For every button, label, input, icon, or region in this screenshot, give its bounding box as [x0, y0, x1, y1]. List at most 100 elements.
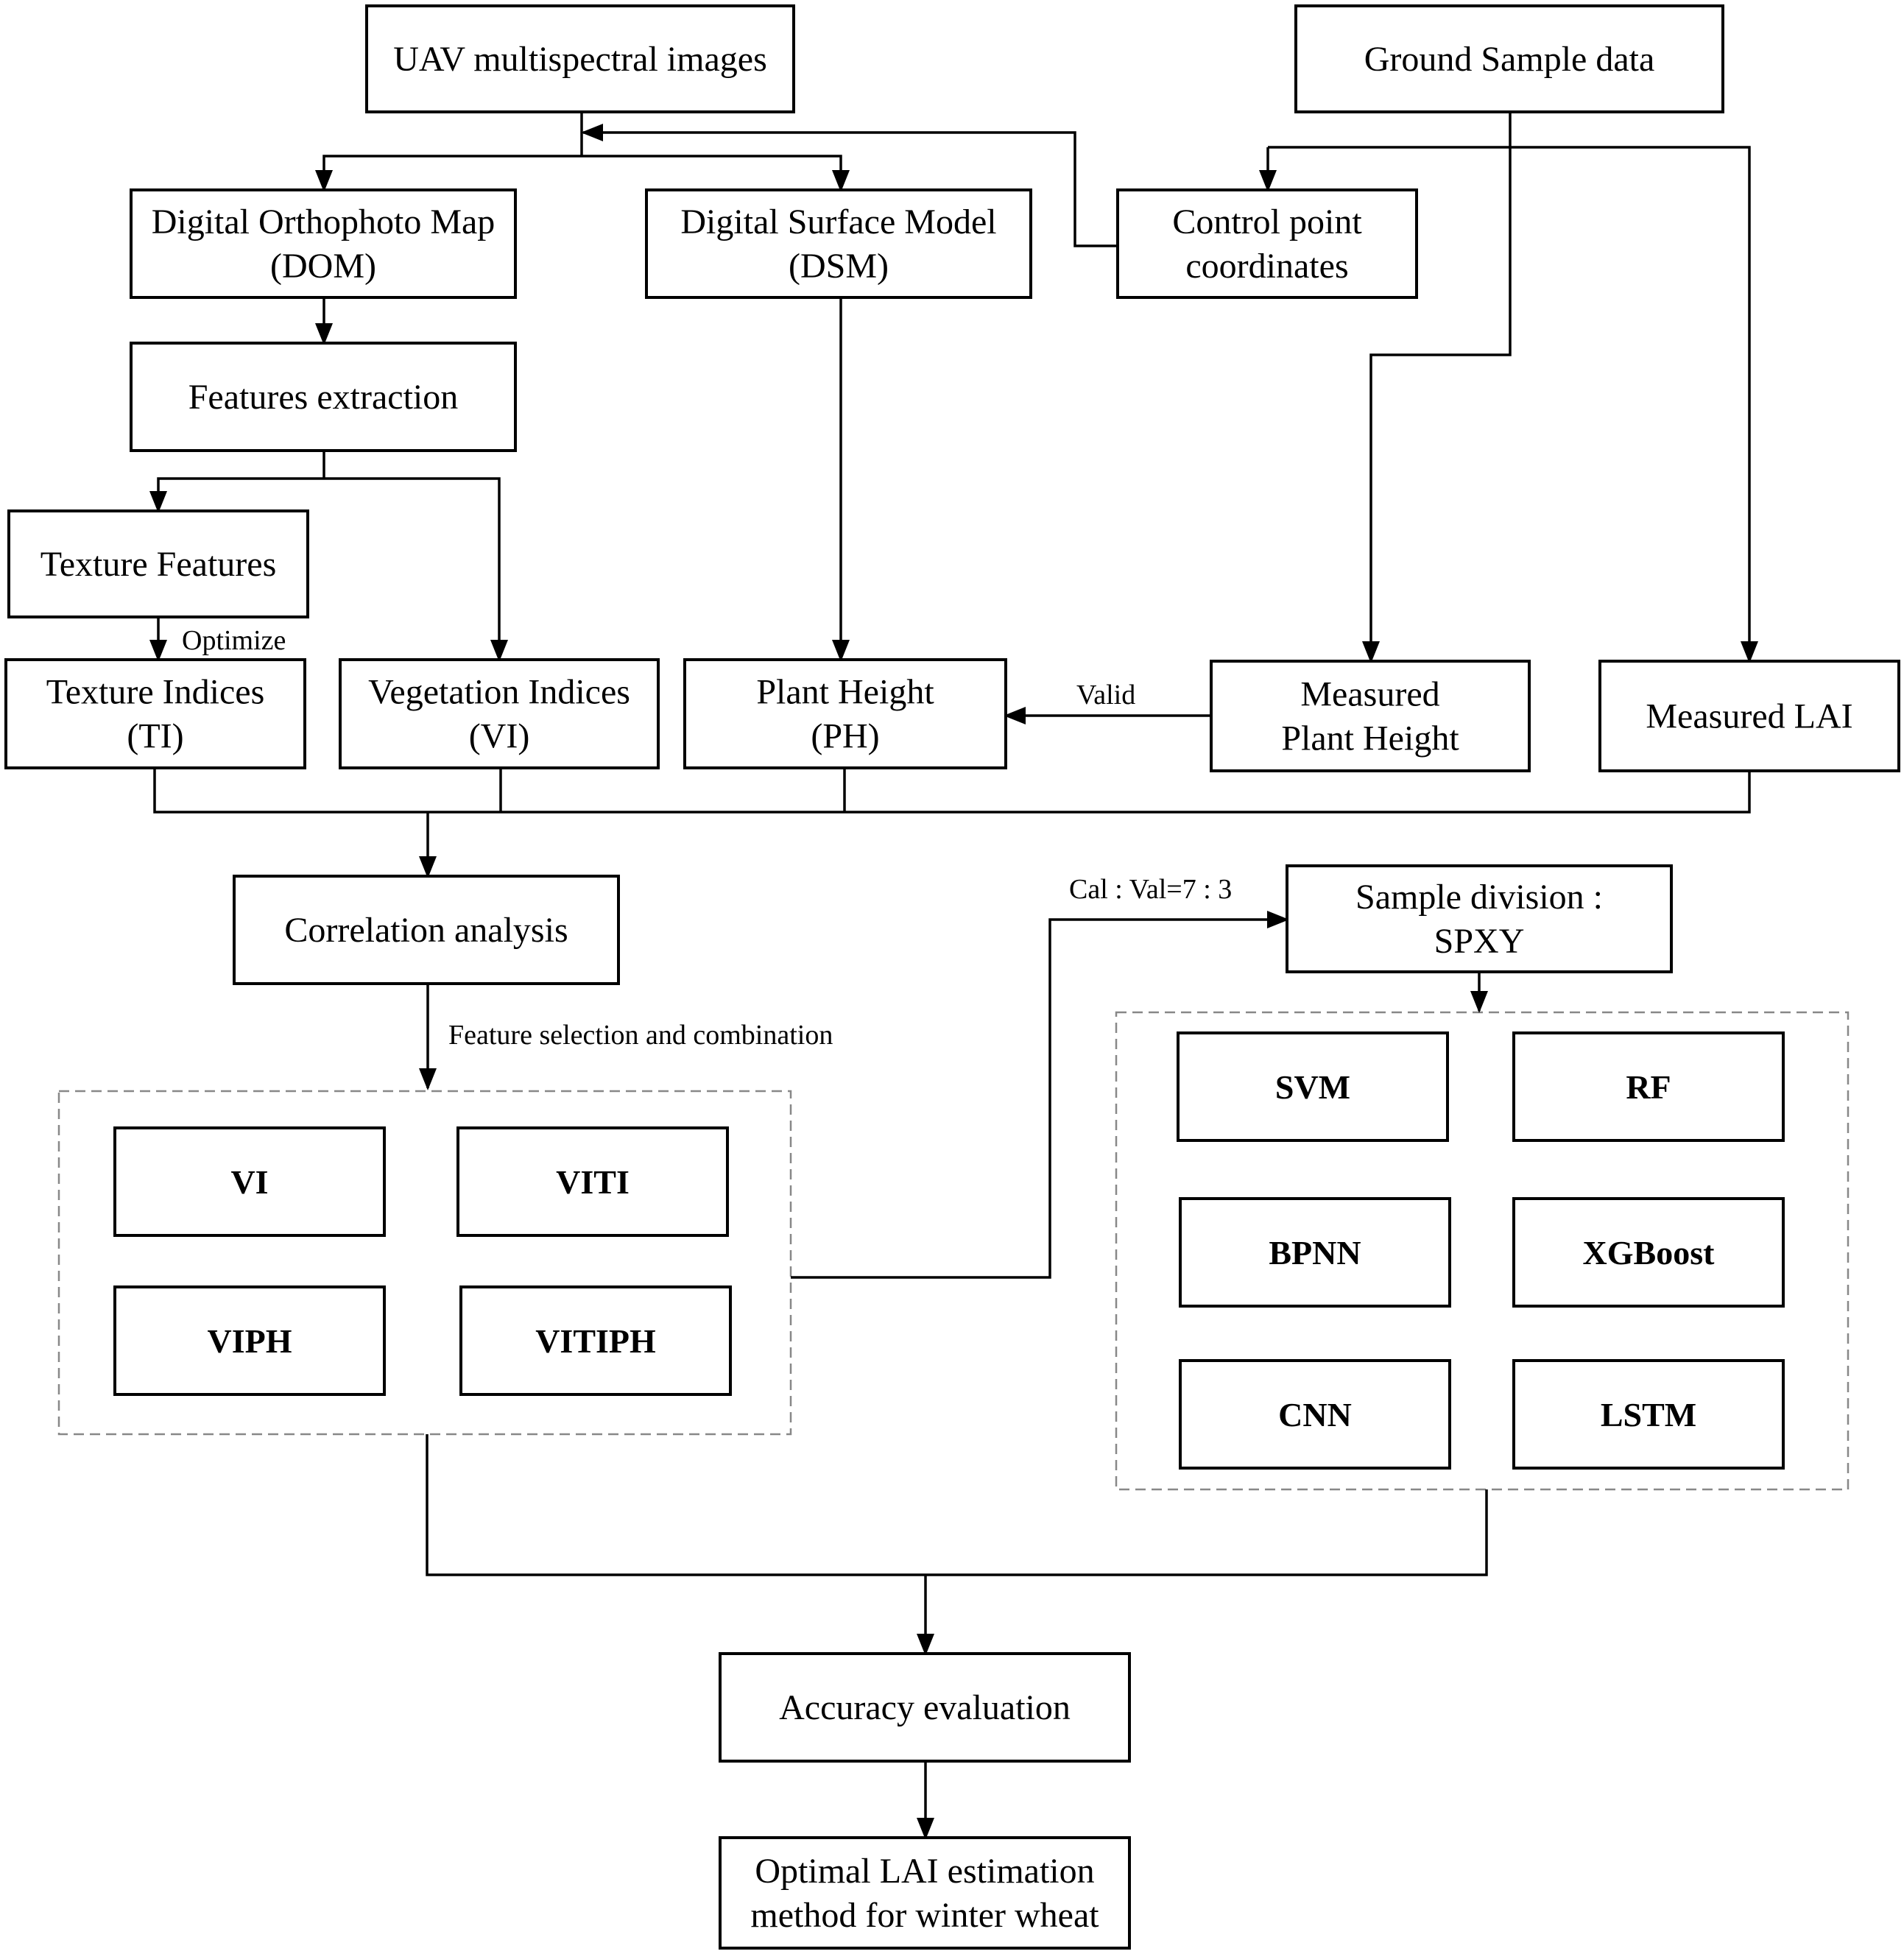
- edge-group-to-sample-division: [791, 911, 1289, 1279]
- node-dsm: Digital Surface Model (DSM): [645, 188, 1032, 299]
- node-lstm: LSTM: [1512, 1359, 1785, 1470]
- node-cnn: CNN: [1179, 1359, 1451, 1470]
- node-vitiph: VITIPH: [459, 1285, 732, 1396]
- node-ti-box: [4, 658, 306, 769]
- node-ti: Texture Indices (TI): [4, 658, 306, 769]
- node-optimal-label-1: Optimal LAI estimation: [755, 1852, 1094, 1891]
- node-svm-box: [1177, 1031, 1449, 1142]
- node-measured-lai: Measured LAI: [1598, 660, 1900, 772]
- node-bpnn-label-1: BPNN: [1269, 1234, 1361, 1271]
- node-optimal-label-2: method for winter wheat: [750, 1896, 1099, 1935]
- node-texture-features-box: [7, 509, 309, 618]
- node-features-box: [130, 342, 517, 452]
- node-uav-box: [365, 4, 795, 113]
- node-texture-features: Texture Features: [7, 509, 309, 618]
- node-dsm-label-1: Digital Surface Model: [680, 202, 996, 241]
- node-dom-box: [130, 188, 517, 299]
- node-dom-label-1: Digital Orthophoto Map: [152, 202, 496, 241]
- node-correlation-label-1: Correlation analysis: [284, 911, 568, 950]
- node-accuracy: Accuracy evaluation: [719, 1652, 1131, 1763]
- node-optimal: Optimal LAI estimation method for winter …: [719, 1836, 1131, 1950]
- node-measured-ph-box: [1210, 660, 1531, 772]
- node-ground-box: [1294, 4, 1724, 113]
- node-dom: Digital Orthophoto Map (DOM): [130, 188, 517, 299]
- node-sample-division-box: [1286, 864, 1673, 973]
- node-dsm-label-2: (DSM): [789, 247, 889, 286]
- node-cnn-label-1: CNN: [1278, 1396, 1352, 1433]
- node-viti: VITI: [456, 1126, 729, 1237]
- node-rf-box: [1512, 1031, 1785, 1142]
- node-features-label-1: Features extraction: [188, 378, 459, 417]
- node-xgboost-box: [1512, 1197, 1785, 1308]
- edge-label-feature-selection: Feature selection and combination: [448, 1020, 833, 1051]
- node-viti-box: [456, 1126, 729, 1237]
- node-correlation: Correlation analysis: [233, 875, 620, 985]
- edge-collector: [153, 768, 1751, 814]
- node-vi-box-box: [339, 658, 660, 769]
- edge-control-to-uav: [581, 124, 1118, 247]
- node-ph-label-2: (PH): [811, 717, 879, 756]
- node-sample-division-label-1: Sample division :: [1355, 878, 1603, 917]
- node-viph: VIPH: [113, 1285, 386, 1396]
- node-vitiph-label-1: VITIPH: [535, 1322, 656, 1360]
- node-uav: UAV multispectral images: [365, 4, 795, 113]
- node-bpnn: BPNN: [1179, 1197, 1451, 1308]
- edge-groups-merge: [426, 1434, 1488, 1576]
- node-xgboost: XGBoost: [1512, 1197, 1785, 1308]
- node-ground-label-1: Ground Sample data: [1364, 40, 1655, 79]
- node-accuracy-box: [719, 1652, 1131, 1763]
- node-lstm-box: [1512, 1359, 1785, 1470]
- edge-features-to-vi: [324, 477, 508, 662]
- node-rf: RF: [1512, 1031, 1785, 1142]
- node-ph-box: [683, 658, 1007, 769]
- node-correlation-box: [233, 875, 620, 985]
- edge-ground-to-lai: [1268, 146, 1758, 663]
- node-vi-label-1: VI: [230, 1163, 268, 1201]
- node-ti-label-1: Texture Indices: [46, 673, 265, 712]
- node-measured-lai-label-1: Measured LAI: [1646, 697, 1852, 736]
- node-control-label-1: Control point: [1172, 202, 1362, 241]
- node-vitiph-box: [459, 1285, 732, 1396]
- node-accuracy-label-1: Accuracy evaluation: [779, 1688, 1071, 1727]
- node-vi-box: [113, 1126, 386, 1237]
- node-measured-ph-label-1: Measured: [1300, 675, 1439, 714]
- node-ph: Plant Height (PH): [683, 658, 1007, 769]
- node-rf-label-1: RF: [1626, 1068, 1671, 1106]
- node-viti-label-1: VITI: [556, 1163, 630, 1201]
- node-ground: Ground Sample data: [1294, 4, 1724, 113]
- edge-label-valid: Valid: [1076, 680, 1135, 710]
- edge-uav-to-dom: [315, 155, 582, 192]
- node-cnn-box: [1179, 1359, 1451, 1470]
- node-bpnn-box: [1179, 1197, 1451, 1308]
- edge-features-to-texture: [149, 477, 324, 513]
- node-xgboost-label-1: XGBoost: [1583, 1234, 1716, 1271]
- edge-ground-to-measured-ph: [1362, 112, 1512, 663]
- node-features: Features extraction: [130, 342, 517, 452]
- node-sample-division: Sample division : SPXY: [1286, 864, 1673, 973]
- node-viph-label-1: VIPH: [208, 1322, 292, 1360]
- edge-label-optimize: Optimize: [182, 625, 286, 656]
- feature-combinations-group: [57, 1090, 792, 1436]
- node-lstm-label-1: LSTM: [1601, 1396, 1696, 1433]
- node-vi-box-label-1: Vegetation Indices: [368, 673, 630, 712]
- node-ti-label-2: (TI): [127, 717, 183, 756]
- node-control-label-2: coordinates: [1185, 247, 1348, 286]
- node-measured-lai-box: [1598, 660, 1900, 772]
- node-uav-label-1: UAV multispectral images: [393, 40, 767, 79]
- node-vi-box: Vegetation Indices (VI): [339, 658, 660, 769]
- edge-uav-to-dsm: [582, 155, 850, 192]
- node-optimal-box: [719, 1836, 1131, 1950]
- node-vi-box-label-2: (VI): [469, 717, 530, 756]
- node-viph-box: [113, 1285, 386, 1396]
- node-vi: VI: [113, 1126, 386, 1237]
- node-sample-division-label-2: SPXY: [1434, 922, 1525, 961]
- edge-label-cal-val: Cal : Val=7 : 3: [1069, 874, 1232, 905]
- node-svm-label-1: SVM: [1275, 1068, 1350, 1106]
- node-svm: SVM: [1177, 1031, 1449, 1142]
- node-ph-label-1: Plant Height: [756, 673, 934, 712]
- node-measured-ph-label-2: Plant Height: [1281, 719, 1459, 758]
- node-control: Control point coordinates: [1116, 188, 1418, 299]
- node-dom-label-2: (DOM): [270, 247, 376, 286]
